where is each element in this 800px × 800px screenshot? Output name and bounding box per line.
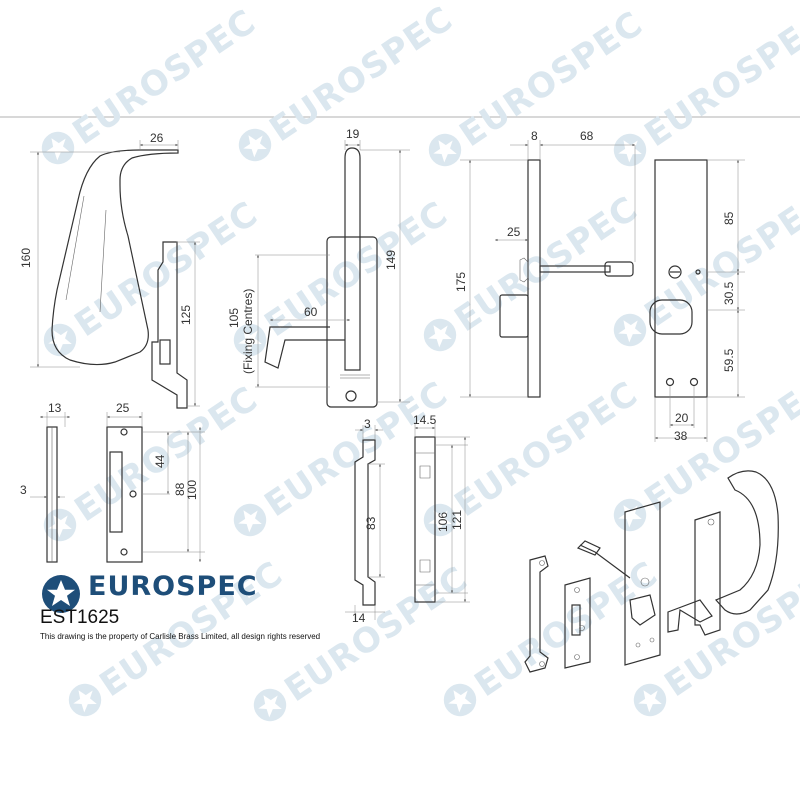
brand-name: EUROSPEC xyxy=(88,571,258,602)
lock-front-view: 85 30.5 59.5 20 38 xyxy=(649,159,745,443)
dim-front-height: 149 xyxy=(384,250,398,270)
keep-front-view: 25 44 88 100 xyxy=(106,401,205,563)
dim-lock-height: 175 xyxy=(454,272,468,292)
dim-handle-height: 160 xyxy=(19,248,33,268)
dim-strike-thickness: 3 xyxy=(364,417,371,431)
exploded-isometric-view xyxy=(524,470,779,673)
dim-lock-top: 85 xyxy=(722,211,736,225)
watermark-text: EUROSPEC xyxy=(658,554,800,705)
watermark-text: EUROSPEC xyxy=(68,379,266,530)
dim-fixing-centres-label: (Fixing Centres) xyxy=(241,289,255,374)
dim-lock-offset: 25 xyxy=(507,225,521,239)
dim-strike-bottom: 14 xyxy=(352,611,366,625)
keep-side-view: 13 3 xyxy=(20,401,70,563)
dim-lock-width: 38 xyxy=(674,429,688,443)
handle-front-view: 19 105 (Fixing Centres) 60 149 xyxy=(227,127,410,408)
dim-strike-height: 83 xyxy=(364,516,378,530)
dim-strike-inner: 106 xyxy=(436,512,450,532)
strike-front-view: 14.5 106 121 xyxy=(413,413,470,603)
watermark-text: EUROSPEC xyxy=(448,189,646,340)
star-globe-icon xyxy=(42,575,80,613)
dim-keep-slot: 44 xyxy=(153,454,167,468)
watermark-text: EUROSPEC xyxy=(453,4,651,155)
watermark-layer: EUROSPEC EUROSPEC EUROSPEC EUROSPEC EURO… xyxy=(35,0,800,728)
brand-block: EUROSPEC xyxy=(40,571,257,620)
dim-keep-side-thickness: 3 xyxy=(20,483,27,497)
dim-fixing-centres: 105 xyxy=(227,308,241,328)
dim-lock-bottom: 59.5 xyxy=(722,348,736,372)
dim-strike-width: 14.5 xyxy=(413,413,437,427)
dim-lock-thickness: 8 xyxy=(531,129,538,143)
dim-handle-width: 26 xyxy=(150,131,164,145)
dim-strike-height-total: 121 xyxy=(450,510,464,530)
dim-projection: 60 xyxy=(304,305,318,319)
strike-side-view: 3 83 14 xyxy=(345,417,385,625)
lock-side-view: 8 68 25 175 xyxy=(454,129,636,398)
rights-notice: This drawing is the property of Carlisle… xyxy=(40,632,321,641)
dim-keep-side-width: 13 xyxy=(48,401,62,415)
watermark-text: EUROSPEC xyxy=(258,194,456,345)
handle-side-view: 26 160 125 xyxy=(19,131,200,409)
dim-hole-spacing: 20 xyxy=(675,411,689,425)
watermark-text: EUROSPEC xyxy=(448,374,646,525)
dim-lock-mid: 30.5 xyxy=(722,281,736,305)
dim-plate-height: 125 xyxy=(179,305,193,325)
watermark-text: EUROSPEC xyxy=(468,554,666,705)
watermark-text: EUROSPEC xyxy=(638,184,800,335)
watermark-text: EUROSPEC xyxy=(66,2,264,153)
dim-keep-width: 25 xyxy=(116,401,130,415)
dim-keep-height: 100 xyxy=(185,480,199,500)
dim-keep-centres: 88 xyxy=(173,482,187,496)
watermark-text: EUROSPEC xyxy=(638,4,800,155)
watermark-text: EUROSPEC xyxy=(263,0,461,150)
dim-front-width: 19 xyxy=(346,127,360,141)
product-code: EST1625 xyxy=(40,607,120,628)
dim-lock-spindle: 68 xyxy=(580,129,594,143)
